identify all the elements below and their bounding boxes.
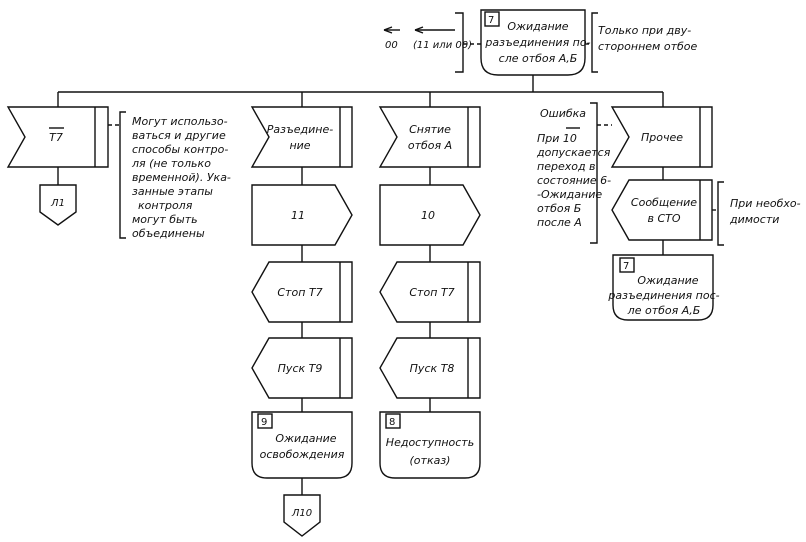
col3-state-line-1: Недоступность [386, 436, 474, 449]
col4-note-line-1: Ошибка [540, 107, 586, 120]
col1-note: Могут использо- ваться и другие способы … [108, 111, 231, 240]
col3-state-8: 8 Недоступность (отказ) [379, 411, 481, 479]
top-signal-11-or-00: (11 или 00) [413, 40, 472, 51]
col1-note-line-1: Могут использо- [132, 115, 228, 128]
col4-task-line-1: Сообщение [631, 196, 697, 209]
col3-task-stop-T7: Стоп Т7 [379, 261, 481, 323]
col1-note-line-4: ля (не только [131, 157, 211, 170]
col1-note-line-7: контроля [138, 199, 193, 212]
col3-output-10: 10 [379, 184, 481, 246]
col2-output-2-label: Пуск Т9 [278, 362, 323, 375]
col4-state-line-1: Ожидание [637, 274, 698, 287]
col3-state-line-2: (отказ) [410, 454, 451, 467]
col3-input-release-A: Снятие отбоя А [378, 106, 481, 168]
col2-state-line-2: освобождения [260, 448, 345, 461]
col1-connector-label: Л1 [50, 198, 65, 209]
col4-task-line-2: в СТО [647, 212, 680, 225]
col4-note-line-5: состояние 6- [537, 174, 611, 187]
col4-note-line-8: после А [537, 216, 582, 229]
col2-state-number: 9 [261, 417, 267, 428]
top-state-note: Только при дву- стороннем отбое [585, 12, 697, 73]
top-state-line-1: Ожидание [507, 20, 568, 33]
col4-note-line-6: -Ожидание [537, 188, 602, 201]
col4-task-note-line-2: димости [729, 213, 779, 226]
col4-state-number: 7 [623, 261, 629, 272]
col3-output-2-label: Пуск Т8 [410, 362, 455, 375]
col4-error-note: Ошибка При 10 допускается переход в сост… [536, 102, 612, 244]
col2-task-stop-T7: Стоп Т7 [251, 261, 353, 323]
col4-note-line-7: отбоя Б [537, 202, 581, 215]
col1-note-line-6: занные этапы [132, 185, 213, 198]
col2-output-11: 11 [251, 184, 353, 246]
col3-output-1-label: 10 [421, 209, 435, 222]
col4-task-note-line-1: При необхо- [730, 197, 801, 210]
col1-input-T7: T7 [6, 106, 109, 168]
col4-input-label: Прочее [641, 131, 683, 144]
col1-input-label: T7 [49, 131, 63, 144]
col1-note-line-8: могут быть [132, 213, 198, 226]
col4-state-7: 7 Ожидание разъединения пос- ле отбоя А,… [607, 254, 720, 321]
col1-note-line-5: временной). Ука- [132, 171, 231, 184]
col3-output-start-T8: Пуск Т8 [379, 337, 481, 399]
col4-input-other: Прочее [610, 106, 713, 168]
top-output-signals: 00 (11 или 00) [383, 12, 481, 73]
top-signal-00: 00 [385, 40, 398, 51]
col3-state-number: 8 [389, 417, 395, 428]
top-note-line-2: стороннем отбое [598, 40, 697, 53]
col2-output-1-label: 11 [291, 209, 305, 222]
top-state: 7 Ожидание разъединения по- сле отбоя А,… [480, 9, 591, 76]
col1-note-line-2: ваться и другие [132, 129, 226, 142]
col2-connector-L10: Л10 [283, 494, 321, 537]
col2-task-1-label: Стоп Т7 [277, 286, 322, 299]
col4-state-line-2: разъединения пос- [607, 289, 719, 302]
top-state-line-3: сле отбоя А,Б [499, 52, 578, 65]
top-state-line-2: разъединения по- [484, 36, 590, 49]
col3-input-line-1: Снятие [409, 123, 451, 136]
top-note-line-1: Только при дву- [598, 24, 691, 37]
col4-task-message-STO: Сообщение в СТО [611, 179, 713, 241]
col4-note-line-3: допускается [536, 146, 611, 159]
branch-lines [57, 75, 664, 107]
col3-input-line-2: отбоя А [408, 139, 452, 152]
col4-task-note: При необхо- димости [712, 181, 801, 246]
col4-state-line-3: ле отбоя А,Б [627, 304, 701, 317]
col2-state-line-1: Ожидание [275, 432, 336, 445]
col4-note-line-2: При 10 [537, 132, 577, 145]
col2-input-disconnect: Разъедине- ние [250, 106, 353, 168]
col1-note-line-3: способы контро- [132, 143, 228, 156]
col3-task-1-label: Стоп Т7 [409, 286, 454, 299]
col1-connector-L1: Л1 [39, 184, 77, 226]
top-state-number: 7 [488, 15, 494, 26]
col4-note-line-4: переход в [537, 160, 596, 173]
col2-input-line-1: Разъедине- [267, 123, 333, 136]
col2-input-line-2: ние [289, 139, 310, 152]
col2-state-9: 9 Ожидание освобождения [251, 411, 353, 479]
col2-output-start-T9: Пуск Т9 [251, 337, 353, 399]
col2-connector-label: Л10 [291, 508, 312, 519]
col1-note-line-9: объединены [132, 227, 205, 240]
